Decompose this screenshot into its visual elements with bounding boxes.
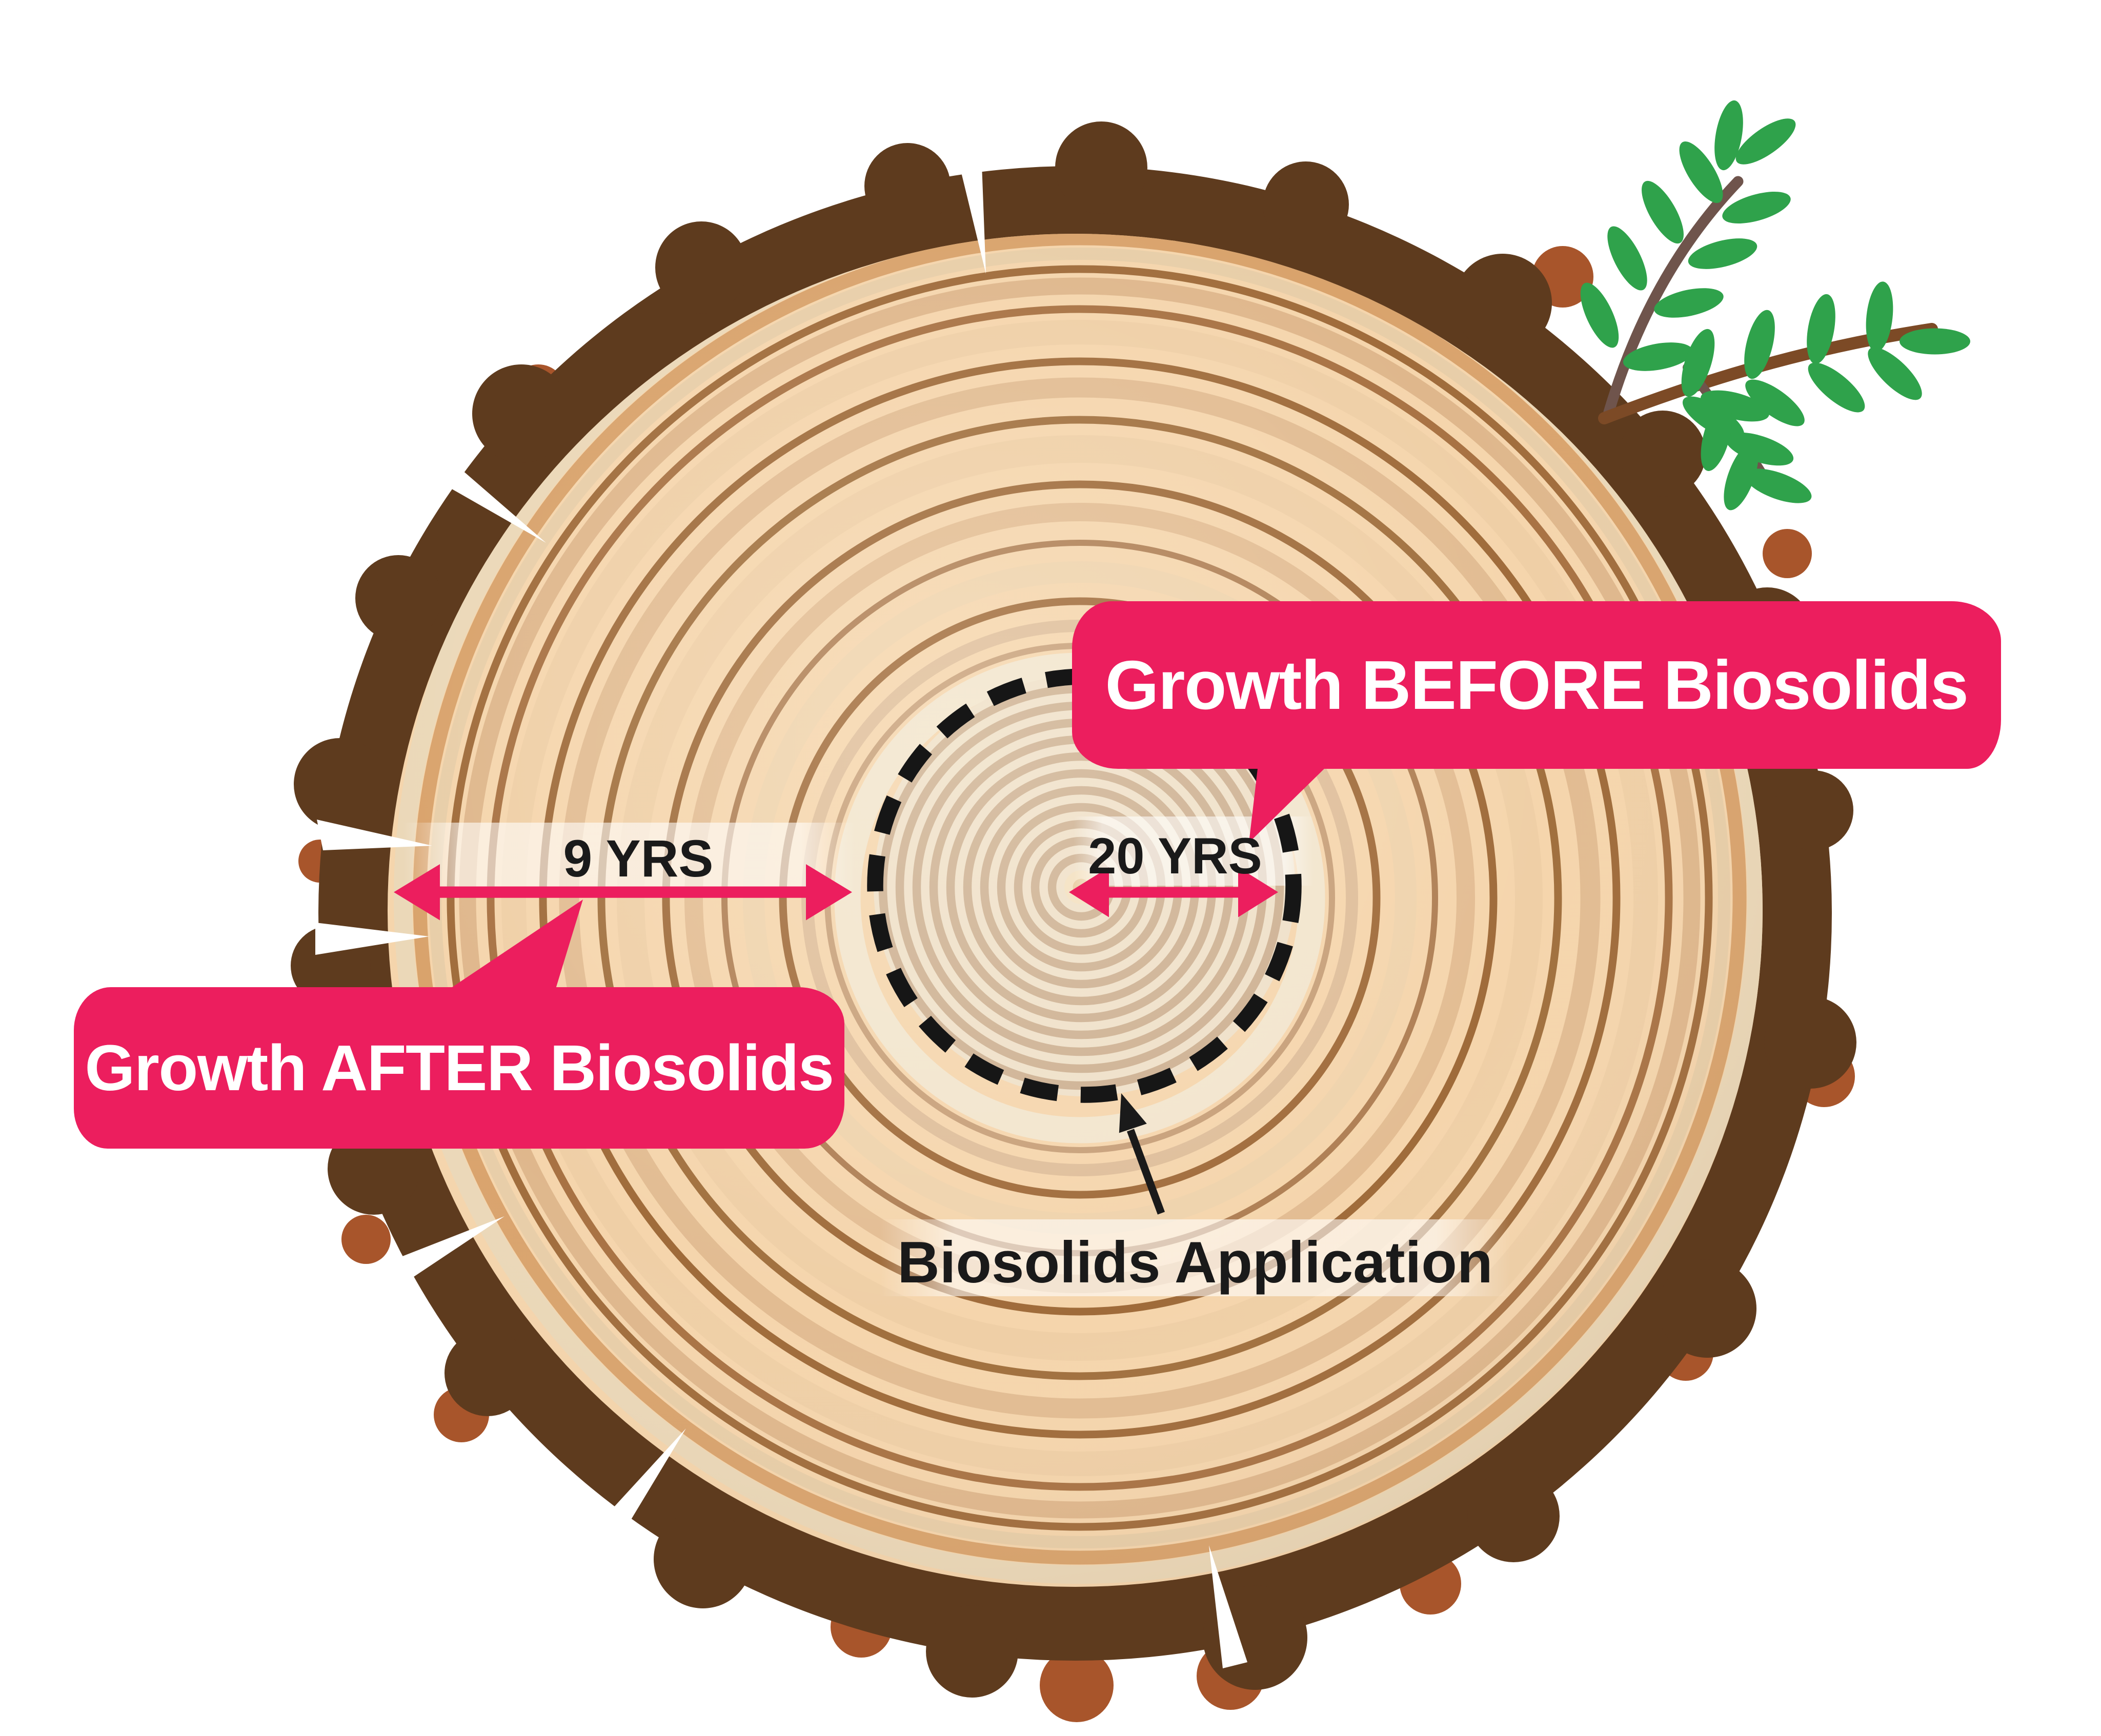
wood-shading xyxy=(388,234,1763,1587)
dashed-circle-icon xyxy=(867,668,1302,1103)
callout-growth-after: Growth AFTER Biosolids xyxy=(74,987,844,1149)
label-biosolids-application: Biosolids Application xyxy=(897,1230,1492,1295)
callout-growth-after-label: Growth AFTER Biosolids xyxy=(85,1031,834,1104)
bubble-before-tail xyxy=(1249,764,1329,843)
conifer-sprig-icon xyxy=(1580,100,1970,510)
label-20yrs: 20 YRS xyxy=(1088,827,1262,884)
callout-growth-before: Growth BEFORE Biosolids xyxy=(1072,601,2001,769)
band-application xyxy=(880,1219,1510,1296)
band-9yrs xyxy=(403,823,855,892)
bark-crack-notches xyxy=(315,151,1247,1668)
label-highlight-bands xyxy=(403,816,1510,1296)
label-9yrs: 9 YRS xyxy=(563,829,714,888)
double-arrow-icon-after xyxy=(394,864,852,921)
pointer-arrow-icon xyxy=(1119,1093,1165,1215)
callout-growth-before-label: Growth BEFORE Biosolids xyxy=(1105,646,1969,724)
band-20yrs xyxy=(1074,816,1314,886)
bubble-after-tail xyxy=(448,900,583,990)
double-arrow-icon-before xyxy=(1069,867,1278,917)
